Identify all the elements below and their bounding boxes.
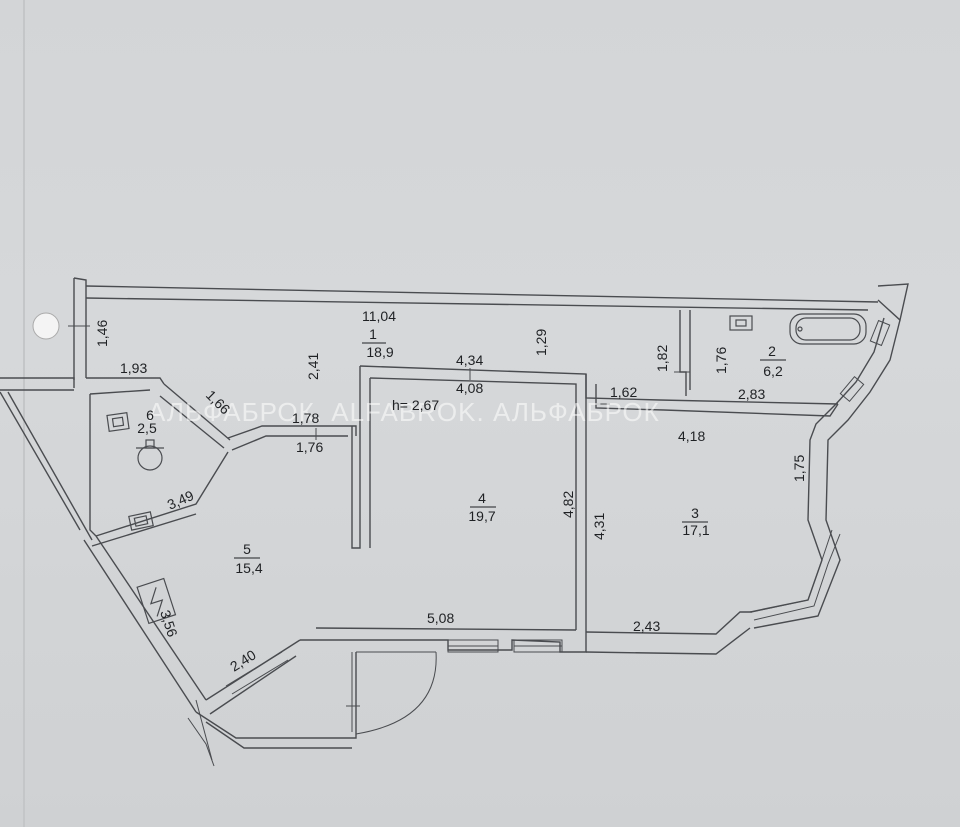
room-4-area: 19,7 — [468, 508, 495, 524]
dimension-label: 2,43 — [633, 618, 660, 634]
room-3-number: 3 — [691, 505, 699, 521]
fixtures — [32, 312, 867, 707]
room-6-area: 2,5 — [137, 420, 157, 436]
dimension-label: 2,40 — [227, 646, 259, 674]
room-6-number: 6 — [146, 407, 154, 423]
room-1-number: 1 — [369, 326, 377, 342]
dimension-label: 1,76 — [296, 439, 323, 455]
dimension-label: 4,31 — [591, 513, 607, 540]
ceiling-height-label: h= 2,67 — [392, 397, 439, 413]
dimension-label: 4,08 — [456, 380, 483, 396]
dimension-label: 1,82 — [654, 345, 670, 372]
room-2-area: 6,2 — [763, 363, 783, 379]
dimension-label: 4,18 — [678, 428, 705, 444]
sink-icon — [729, 315, 753, 331]
bathtub-icon — [789, 313, 867, 345]
dimension-label: 11,04 — [362, 308, 396, 324]
interior-walls — [0, 310, 839, 767]
room-4-number: 4 — [478, 490, 486, 506]
dimension-label: 1,76 — [713, 347, 729, 374]
room-5-number: 5 — [243, 541, 251, 557]
dimension-label: 1,75 — [791, 455, 807, 482]
wc-sink-icon — [106, 412, 130, 432]
dimension-label: 1,93 — [120, 360, 147, 376]
watermark: АЛЬФАБРОК. ALFABROK. АЛЬФАБРОК — [148, 397, 660, 427]
toilet-icon — [136, 439, 164, 471]
dimension-label: 1,78 — [292, 410, 319, 426]
electric-panel-icon — [136, 577, 177, 625]
outer-walls — [73, 277, 909, 629]
room-3-area: 17,1 — [682, 522, 709, 538]
dimension-label: 1,46 — [94, 320, 110, 347]
room-labels: 1 18,9 2 6,2 3 17,1 4 19,7 5 15,4 6 2,5 … — [137, 326, 786, 576]
dimension-label: 4,82 — [560, 491, 576, 518]
dimension-label: 4,34 — [456, 352, 483, 368]
dimension-label: 1,29 — [533, 329, 549, 356]
dimension-label: 3,56 — [157, 608, 181, 639]
dimension-labels: 11,04 1,46 1,93 2,41 4,34 4,08 1,29 1,82… — [94, 308, 807, 675]
room-5-area: 15,4 — [235, 560, 262, 576]
dimension-label: 2,41 — [305, 353, 321, 380]
dimension-label: 1,62 — [610, 384, 637, 400]
room-2-number: 2 — [768, 343, 776, 359]
dimension-label: 2,83 — [738, 386, 765, 402]
kitchen-sink-icon — [128, 511, 154, 531]
windows — [225, 319, 891, 695]
hole-punch-mark — [32, 312, 60, 340]
room-1-area: 18,9 — [366, 344, 393, 360]
dimension-label: 5,08 — [427, 610, 454, 626]
